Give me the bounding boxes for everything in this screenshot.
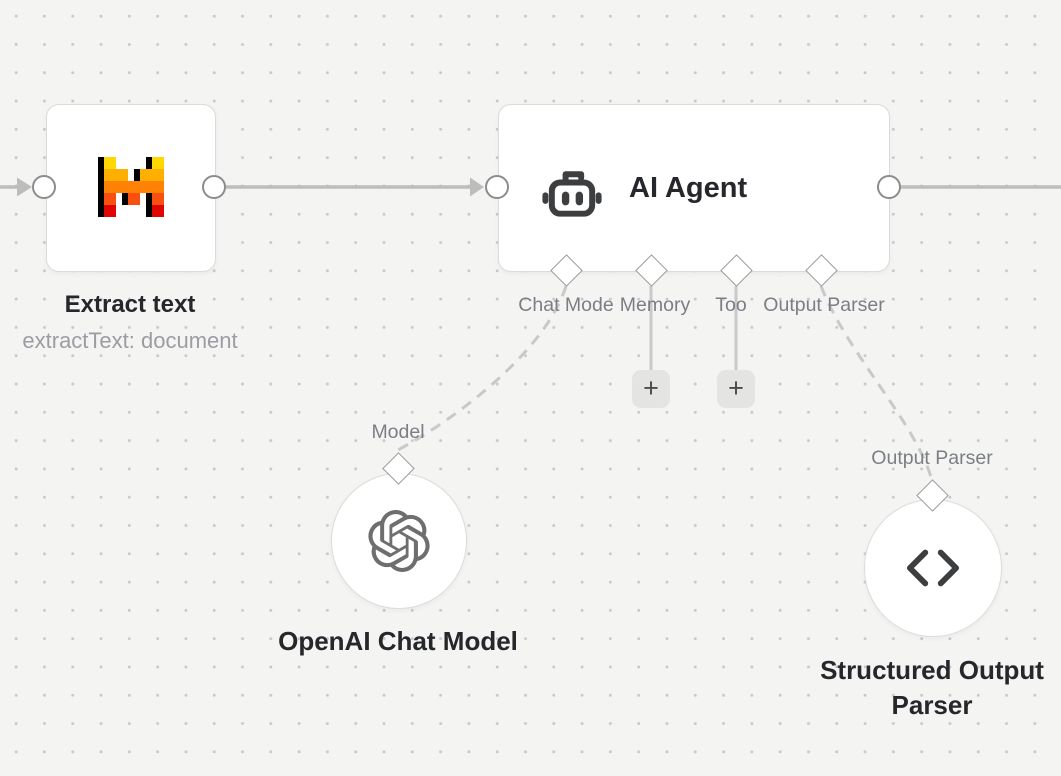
edge-outputparser-to-sop[interactable]: [819, 285, 934, 482]
openai-chat-model-title: OpenAI Chat Model: [278, 626, 518, 656]
edge-chatmodel-to-openai[interactable]: [397, 285, 568, 452]
robot-icon: [542, 171, 602, 217]
extract-text-title: Extract text: [64, 291, 196, 318]
plus-icon: +: [728, 372, 744, 403]
ai-agent-output-port[interactable]: [877, 175, 901, 199]
edge-incoming-arrowhead: [17, 177, 32, 197]
chat-model-port-label: Chat Mode: [518, 294, 614, 316]
plus-icon: +: [643, 372, 659, 403]
edge-extract-to-agent-arrowhead: [470, 177, 484, 197]
mistral-m-logo-icon: [98, 157, 164, 217]
add-memory-button[interactable]: +: [632, 370, 670, 408]
extract-text-subtitle: extractText: document: [22, 328, 238, 353]
extract-text-input-port[interactable]: [32, 175, 56, 199]
add-tool-button[interactable]: +: [717, 370, 755, 408]
ai-agent-title: AI Agent: [629, 171, 748, 204]
output-parser-port-label: Output Parser: [763, 294, 885, 316]
node-ai-agent[interactable]: AI Agent: [498, 104, 890, 272]
ai-agent-input-port[interactable]: [485, 175, 509, 199]
openai-model-port-label: Model: [371, 421, 425, 443]
node-openai-chat-model[interactable]: [331, 473, 467, 609]
sop-output-parser-port-label: Output Parser: [871, 447, 993, 469]
tool-port-label: Too: [715, 294, 747, 316]
openai-logo-icon: [368, 510, 430, 572]
structured-output-parser-title: Structured Output Parser: [820, 655, 1044, 720]
code-brackets-icon: [906, 549, 960, 587]
memory-port-label: Memory: [619, 294, 691, 316]
node-structured-output-parser[interactable]: [864, 499, 1002, 637]
node-extract-text[interactable]: [46, 104, 216, 272]
extract-text-output-port[interactable]: [202, 175, 226, 199]
